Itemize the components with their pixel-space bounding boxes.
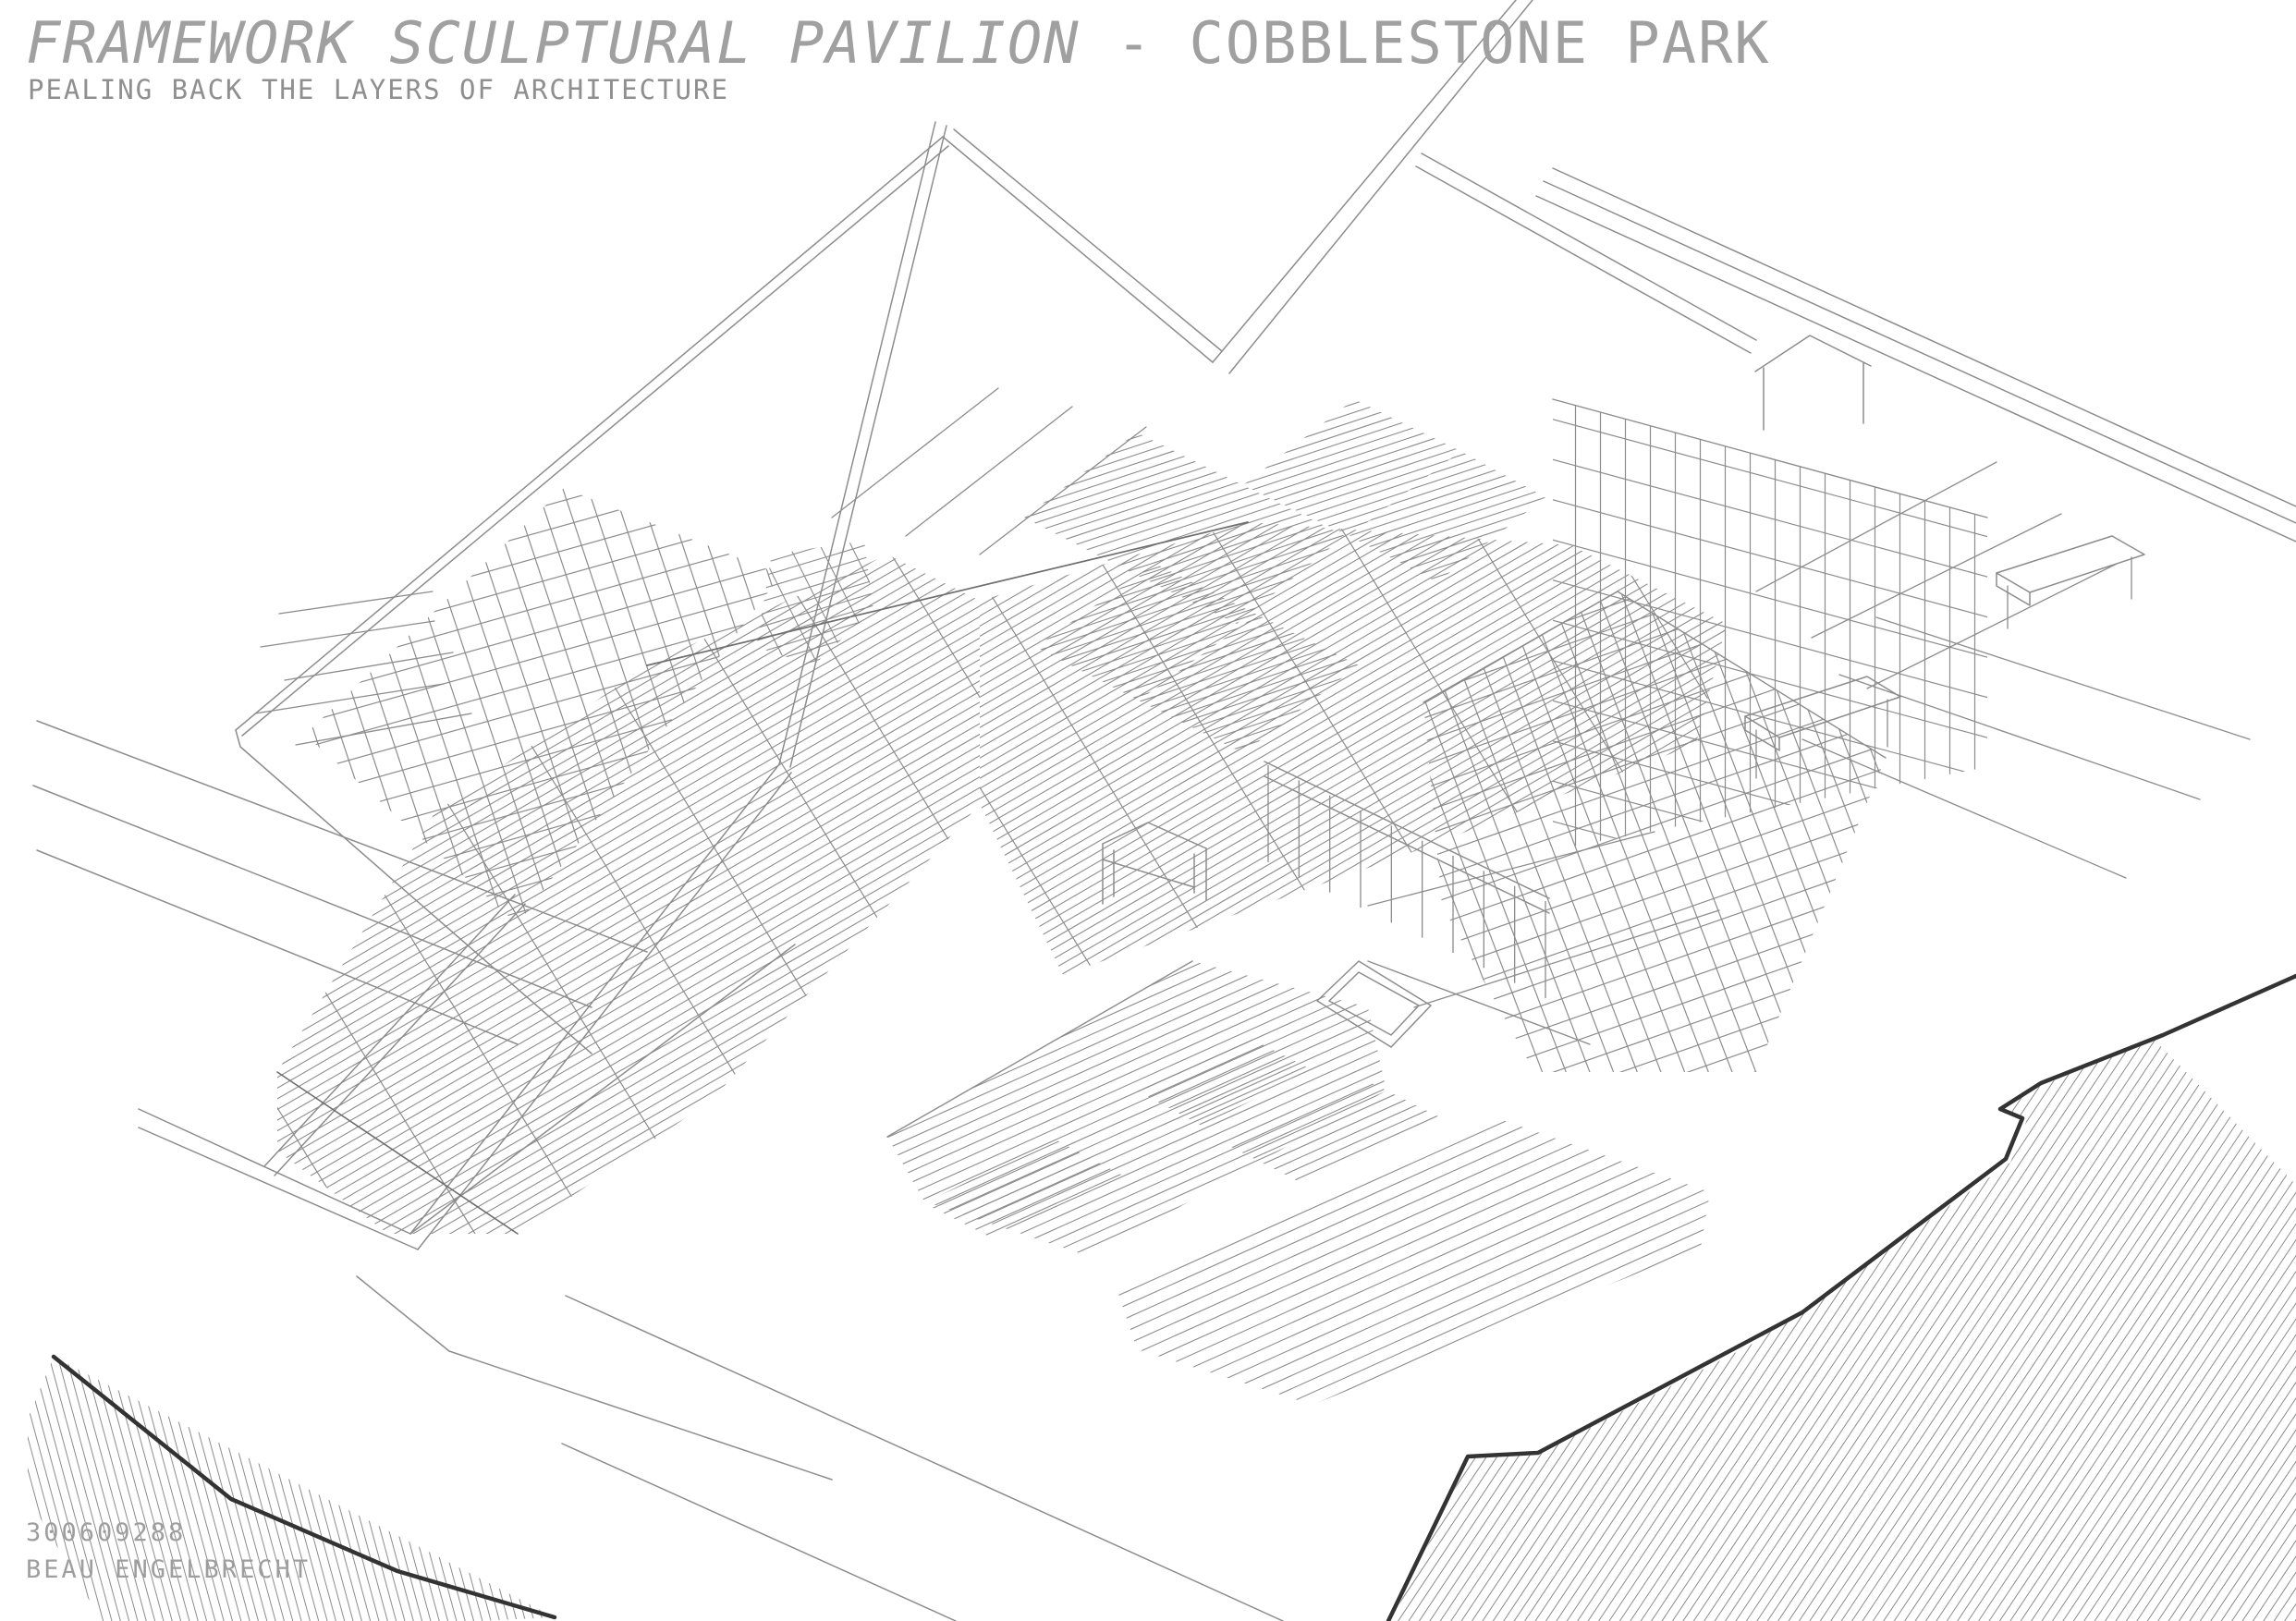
upper-beam-a: [1421, 152, 1757, 341]
park-portal-lintel: [1754, 335, 1872, 372]
stray-beam-3: [1367, 960, 1591, 1045]
roof-left-eave-edge: [276, 1071, 519, 1235]
lattice-out-beam-4: [254, 683, 445, 714]
lattice-out-beam-3: [284, 652, 454, 681]
planter-diamond-outer: [1316, 960, 1432, 1048]
ridge-spike-2: [905, 406, 1073, 537]
site-edge-nw-inner: [241, 145, 949, 737]
terrace-corner-west: [138, 1108, 411, 1235]
page-title: FRAMEWORK SCULPTURAL PAVILION - COBBLEST…: [26, 9, 1771, 77]
bench-2-front: [1744, 715, 1780, 751]
page-subtitle: PEALING BACK THE LAYERS OF ARCHITECTURE: [28, 74, 729, 105]
colonnade-rail-lower: [1264, 775, 1550, 914]
left-path-b: [32, 785, 592, 1008]
plan-slat-panel-3: [1035, 564, 1257, 701]
lattice-out-beam-1: [278, 591, 434, 615]
right-lattice-top-edge: [1423, 591, 1887, 759]
right-spike-1: [1755, 461, 1997, 592]
plan-slat-panel-6: [1350, 451, 1545, 582]
plaza-front-bottom: [561, 1443, 957, 1621]
apex-path-se: [942, 136, 1214, 363]
student-id: 300609288: [26, 1518, 187, 1547]
title-separator: -: [1080, 9, 1190, 77]
site-edge-nw: [235, 136, 944, 731]
right-rail-2: [1838, 674, 2201, 800]
ridge-spike-3: [979, 426, 1147, 555]
terrace-second-corner: [356, 1275, 833, 1481]
walkway-planks: [1118, 1118, 1710, 1405]
right-spike-2: [1811, 513, 2062, 639]
left-path-a: [36, 720, 648, 953]
terrace-edge-up-right: [409, 944, 796, 1235]
portal-frame-lintel: [1102, 822, 1207, 849]
stray-beam-1: [1367, 831, 1655, 907]
right-rail-3: [1801, 738, 2127, 879]
site-edge-nw-jog: [235, 729, 592, 1054]
stray-beam-2: [1413, 909, 1720, 1008]
bench-1-front: [1996, 572, 2031, 606]
right-rail-1: [1875, 616, 2251, 740]
v-path-east-edge: [778, 121, 936, 765]
plan-slat-panel-5: [1243, 399, 1460, 536]
tower-top-edge: [1552, 398, 1988, 518]
upper-beam-b: [1415, 165, 1752, 354]
bench-2-seat: [1744, 676, 1901, 738]
planter-diamond-inner: [1328, 971, 1420, 1036]
deck-tab-3: [1229, 1081, 1442, 1185]
portal-frame-crossbar: [1102, 859, 1195, 888]
wall-beam-mid: [1543, 180, 2296, 524]
wall-beam-bottom: [1535, 195, 2296, 542]
path-to-top: [1212, 0, 1517, 363]
path-to-top-inner: [1228, 0, 1533, 374]
deck-top-edge: [886, 960, 1193, 1138]
title-project-name: FRAMEWORK SCULPTURAL PAVILION: [26, 9, 1081, 77]
colonnade-rail-top: [1264, 761, 1550, 899]
eave-beam: [263, 894, 516, 1167]
author-name: BEAU ENGELBRECHT: [26, 1555, 311, 1584]
lattice-out-beam-5: [295, 713, 472, 746]
left-path-c: [36, 849, 519, 1045]
roof-ridge-top-edge: [646, 521, 1249, 666]
title-site-name: COBBLESTONE PARK: [1189, 9, 1771, 77]
embankment-hatch-left: [28, 1357, 555, 1621]
plan-slat-panel-4: [1139, 615, 1359, 753]
lattice-out-beam-2: [260, 620, 435, 648]
terrace-corner-west-inner: [138, 1127, 419, 1250]
colonnade-posts: [1267, 765, 1546, 998]
plaza-front-top: [565, 1295, 1284, 1621]
embankment-bold-edge-left: [51, 1354, 557, 1620]
plan-slat-panel-1: [1024, 433, 1243, 573]
apex-path-se-inner: [953, 128, 1223, 352]
right-spike-3: [1866, 563, 2118, 689]
deck-tab-1: [924, 1139, 1123, 1240]
wall-beam-top: [1552, 167, 2296, 507]
ridge-spike-1: [831, 387, 999, 518]
embankment-bold-edge-right: [1386, 973, 2296, 1621]
bench-1-seat: [1996, 535, 2145, 593]
v-path-lower-inner: [417, 772, 792, 1250]
eave-beam-inner: [274, 903, 526, 1176]
embankment-hatch-right: [1391, 1039, 2296, 1621]
v-path-lower: [409, 763, 780, 1235]
